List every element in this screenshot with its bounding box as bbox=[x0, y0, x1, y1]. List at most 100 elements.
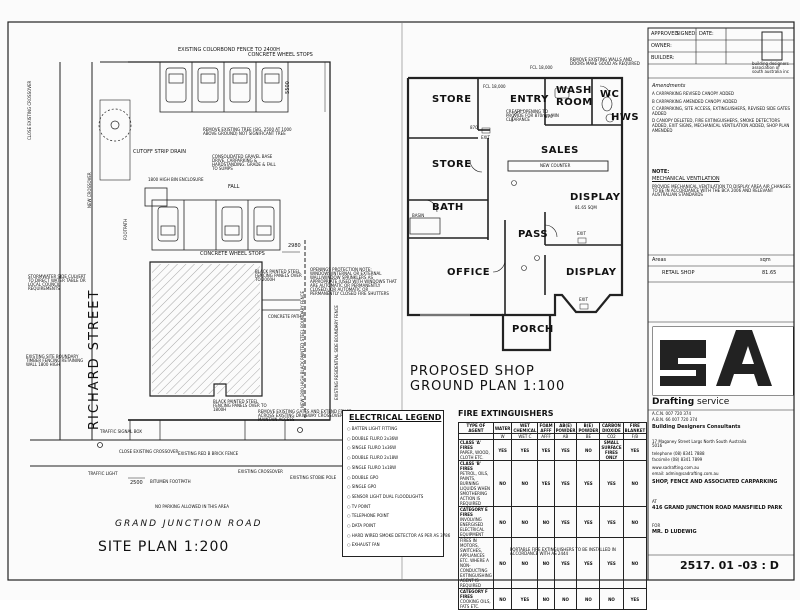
label-footpath: FOOTPATH bbox=[123, 218, 128, 240]
fire-table-cell: YES bbox=[576, 460, 601, 507]
floor-plan-title-1: PROPOSED SHOP bbox=[410, 364, 535, 379]
label-traffic-light: TRAFFIC LIGHT bbox=[88, 471, 118, 476]
legend-symbol-icon: ○ bbox=[347, 464, 352, 470]
street-name: RICHARD STREET bbox=[87, 288, 102, 430]
fire-table-cell: NO bbox=[622, 537, 648, 589]
fire-table-cell: YES bbox=[576, 506, 601, 538]
fire-table-cell: YES bbox=[599, 460, 624, 507]
room-wash: WASH bbox=[556, 85, 592, 96]
fire-table-cell: NO bbox=[622, 460, 648, 507]
fire-table-cell: NO bbox=[492, 460, 513, 507]
tb-date: DATE: bbox=[699, 31, 714, 37]
legend-symbol-icon: ○ bbox=[347, 503, 352, 509]
fire-table-header: WATER bbox=[492, 422, 513, 434]
legend-item-label: SINGLE FLURO 1x18W bbox=[351, 464, 397, 470]
amendment-item: C CARPARKING, SITE ACCESS, EXTINGUISHERS… bbox=[652, 106, 791, 116]
label-fall: FALL bbox=[228, 184, 240, 190]
legend-symbol-icon: ○ bbox=[347, 523, 352, 528]
electrical-legend: ELECTRICAL LEGEND ○ BATTEN LIGHT FITTING… bbox=[342, 410, 450, 557]
fire-footnote: PORTABLE FIRE EXTINGUISHERS TO BE INSTAL… bbox=[510, 547, 616, 556]
label-bitumen-footpath: BITUMEN FOOTPATH bbox=[150, 479, 191, 484]
legend-symbol-icon: ○ bbox=[347, 455, 352, 461]
fire-table-cell: YES bbox=[576, 537, 601, 589]
legend-symbol-icon: ○ bbox=[347, 493, 352, 499]
label-existing-stobie: EXISTING STOBIE POLE bbox=[290, 475, 337, 480]
room-room: ROOM bbox=[556, 97, 593, 108]
legend-symbol-icon: ○ bbox=[347, 445, 352, 451]
fire-table-cell: NO bbox=[622, 506, 648, 538]
label-consolidated-gravel: CONSOLIDATED GRAVEL BASE DRIVE, CARPARKI… bbox=[212, 154, 276, 171]
fire-table-cell: NO bbox=[576, 588, 601, 610]
room-display-1: DISPLAY bbox=[570, 192, 621, 203]
fire-table-cell: YES bbox=[492, 439, 513, 461]
electrical-legend-item: ○ TV POINT bbox=[347, 503, 371, 509]
tb-note-title: NOTE: bbox=[652, 169, 670, 175]
tb-abn: A.B.N. 66 007 720 374 bbox=[652, 417, 698, 422]
label-no-parking: NO PARKING ALLOWED IN THIS AREA bbox=[155, 504, 229, 509]
room-pass: PASS bbox=[518, 229, 549, 240]
dim-870b: 870 bbox=[545, 114, 553, 119]
note-fcl-2: FCL 18,000 bbox=[530, 65, 553, 70]
fire-table-header: TYPE OF AGENT bbox=[458, 422, 494, 434]
fire-table-cell: YES bbox=[553, 506, 578, 538]
fire-table-cell: NO bbox=[553, 588, 578, 610]
fire-table-cell: YES bbox=[553, 537, 578, 589]
room-display-1-area: 81.65 SQM bbox=[575, 205, 597, 210]
floor-plan-linework bbox=[406, 76, 624, 352]
fire-table-header: CARBON DIOXIDE bbox=[599, 422, 624, 434]
fire-table-cell: YES bbox=[622, 439, 648, 461]
floor-plan-title-2: GROUND PLAN 1:100 bbox=[410, 379, 566, 394]
legend-item-label: SENSOR LIGHT DUAL FLOODLIGHTS bbox=[351, 493, 424, 499]
label-bin-enclosure: 1800 HIGH BIN ENCLOSURE bbox=[148, 177, 204, 182]
fire-table-header: B(E) POWDER bbox=[576, 422, 601, 434]
electrical-legend-item: ○ DOUBLE FLURO 2x18W bbox=[347, 456, 398, 460]
electrical-legend-item: ○ BATTEN LIGHT FITTING bbox=[347, 427, 397, 431]
dim-2980: 2980 bbox=[288, 243, 301, 249]
fire-class: CATEGORY E FIRES bbox=[460, 507, 488, 517]
tb-note-subtitle: MECHANICAL VENTILATION bbox=[652, 176, 720, 182]
legend-item-label: DOUBLE FLURO 2x18W bbox=[351, 455, 399, 461]
legend-symbol-icon: ○ bbox=[347, 435, 352, 441]
tb-web: www.sadrafting.com.au bbox=[652, 465, 700, 470]
legend-item-label: SINGLE GPO bbox=[351, 484, 377, 490]
label-cutoff-strip-drain: CUTOFF STRIP DRAIN bbox=[133, 149, 187, 155]
tb-areas-unit: sqm bbox=[760, 257, 771, 263]
legend-item-label: BATTEN LIGHT FITTING bbox=[351, 426, 398, 431]
fire-table-cell: YES bbox=[622, 588, 648, 610]
electrical-legend-item: ○ SINGLE GPO bbox=[347, 485, 376, 489]
tb-drawing-number: 2517. 01 -03 : D bbox=[680, 559, 779, 572]
note-exit-3: EXIT bbox=[579, 297, 588, 302]
room-wc: WC bbox=[600, 89, 620, 100]
fire-table-cell: NO bbox=[537, 588, 555, 610]
electrical-legend-item: ○ TELEPHONE POINT bbox=[347, 514, 389, 518]
electrical-legend-item: ○ SENSOR LIGHT DUAL FLOODLIGHTS bbox=[347, 493, 424, 499]
room-store-2: STORE bbox=[432, 159, 472, 170]
electrical-legend-item: ○ DATA POINT bbox=[347, 524, 376, 528]
legend-item-label: TV POINT bbox=[351, 503, 371, 509]
note-create-opening: CREATE OPENING TO PROVIDE FOR 870mm MIN … bbox=[506, 109, 559, 122]
fire-table-row: FIRES IN MOTORS, SWITCHES, APPLIANCES ET… bbox=[458, 537, 648, 589]
fire-table-cell: YES bbox=[537, 439, 555, 461]
label-close-crossover-2: CLOSE EXISTING CROSSOVER bbox=[119, 449, 179, 454]
label-close-crossover: CLOSE EXISTING CROSSOVER bbox=[27, 80, 32, 140]
label-existing-crossover: EXISTING CROSSOVER bbox=[238, 469, 283, 474]
fire-table-cell: YES bbox=[511, 588, 539, 610]
room-entry: ENTRY bbox=[510, 94, 549, 105]
fire-table-header: WET CHEMICAL bbox=[511, 422, 539, 434]
legend-symbol-icon: ○ bbox=[347, 513, 352, 519]
electrical-legend-title: ELECTRICAL LEGEND bbox=[349, 413, 442, 422]
tb-fax: facsimile (08) 8341 7899 bbox=[652, 457, 703, 462]
label-concrete-wheel-stops-2: CONCRETE WHEEL STOPS bbox=[200, 251, 265, 257]
label-new-crossover: NEW CROSSOVER bbox=[87, 172, 92, 208]
electrical-legend-item: ○ SINGLE FLURO 1x18W bbox=[347, 464, 397, 470]
amendment-item: A CARPARKING REVISED CANOPY ADDED bbox=[652, 91, 735, 96]
fire-table-cell: NO bbox=[511, 537, 539, 589]
tb-client-for: FOR bbox=[652, 523, 661, 528]
fire-class: CATEGORY F FIRES bbox=[460, 589, 488, 599]
fire-table-cell: NO bbox=[511, 460, 539, 507]
tb-bdc: Building Designers Consultants bbox=[652, 424, 741, 430]
road-name: GRAND JUNCTION ROAD bbox=[115, 519, 263, 529]
